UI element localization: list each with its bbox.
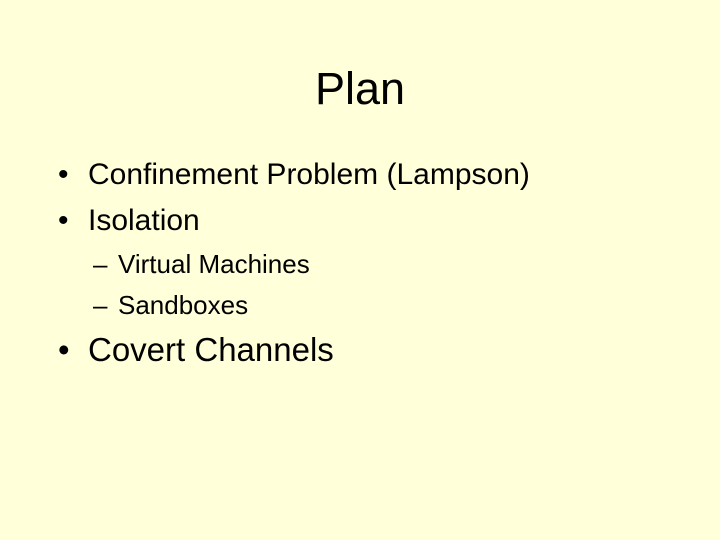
sub-bullet-item: – Virtual Machines — [93, 249, 310, 280]
sub-bullet-text: Sandboxes — [118, 290, 249, 320]
bullet-dot-icon: • — [58, 331, 70, 368]
bullet-text: Isolation — [88, 204, 200, 237]
bullet-item: • Confinement Problem (Lampson) — [58, 157, 530, 193]
bullet-text: Covert Channels — [88, 331, 334, 368]
bullet-text: Confinement Problem (Lampson) — [88, 158, 530, 191]
bullet-dash-icon: – — [93, 290, 108, 320]
slide-title: Plan — [314, 63, 406, 114]
sub-bullet-item: – Sandboxes — [93, 290, 248, 321]
sub-bullet-text: Virtual Machines — [118, 249, 310, 279]
bullet-dash-icon: – — [93, 249, 108, 279]
bullet-dot-icon: • — [58, 158, 69, 191]
bullet-dot-icon: • — [58, 204, 69, 237]
bullet-item: • Covert Channels — [58, 330, 334, 370]
bullet-item: • Isolation — [58, 203, 200, 239]
